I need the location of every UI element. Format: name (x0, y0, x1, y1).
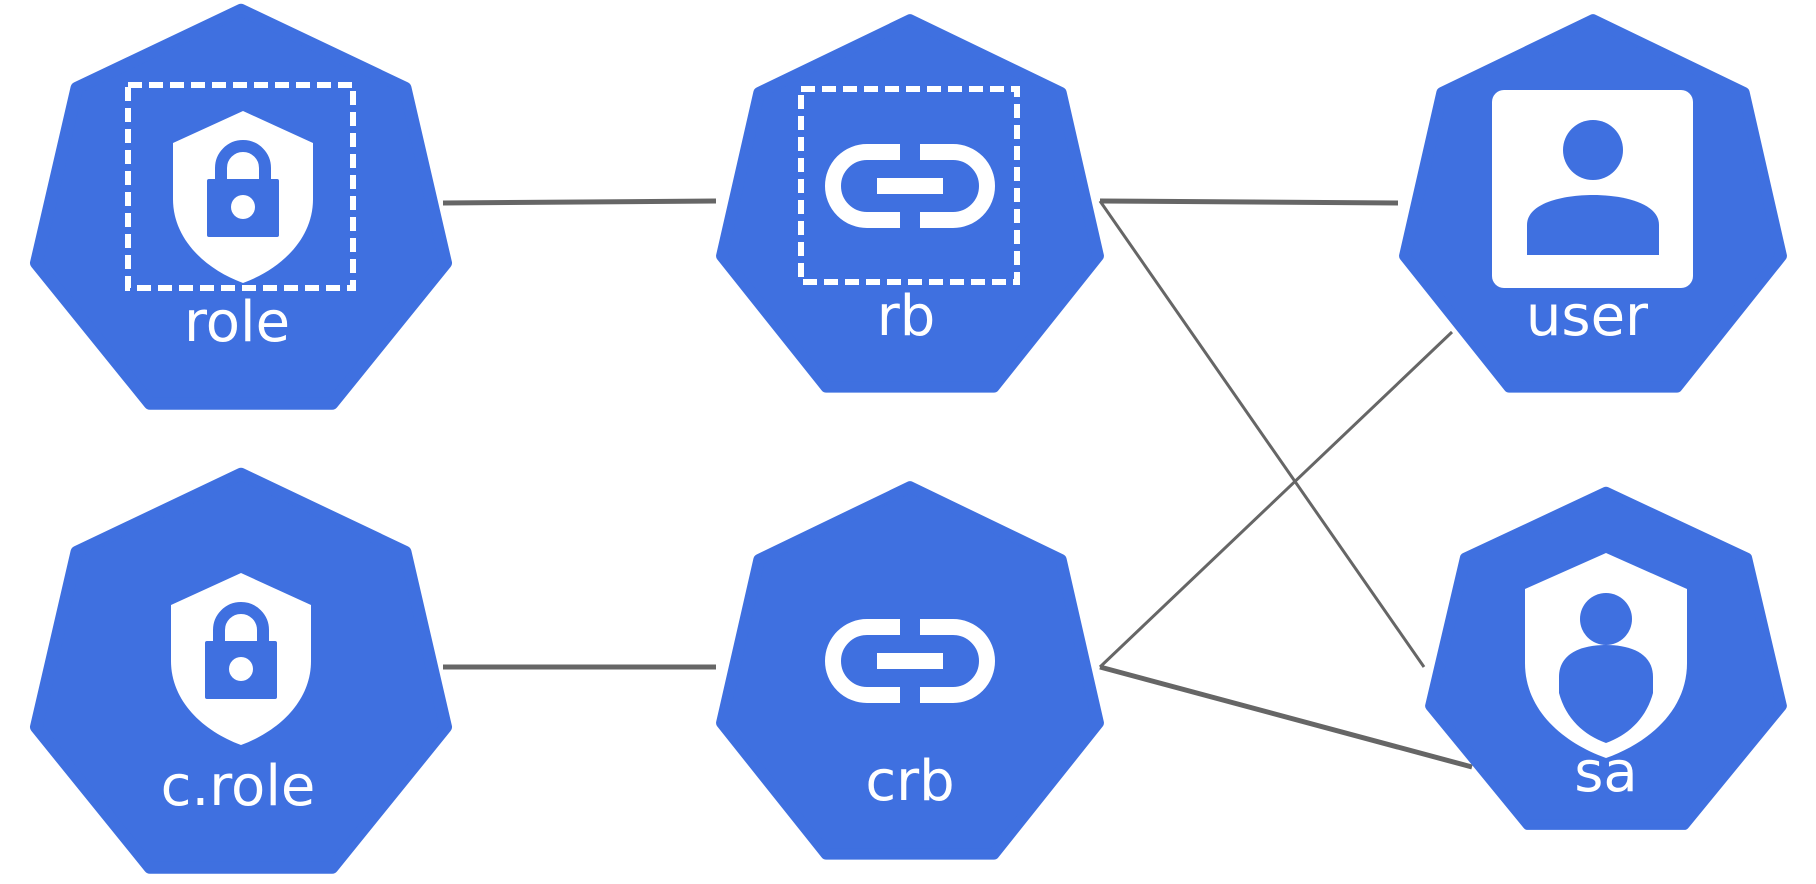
node-label: role (184, 290, 290, 355)
node-label: rb (877, 284, 936, 349)
edge-rb-user (1099, 198, 1399, 206)
shield-lock-icon (173, 111, 313, 283)
edge-crb-sa (1099, 664, 1473, 770)
dashed-frame (798, 86, 1020, 285)
node-crole: c.role (36, 474, 445, 868)
edge-rb-sa (1098, 200, 1426, 668)
node-label: sa (1574, 740, 1638, 805)
edge-crb-user (1098, 330, 1454, 669)
node-label: crb (865, 749, 954, 814)
node-sa: sa (1431, 492, 1782, 825)
node-label: user (1526, 284, 1649, 349)
node-user: user (1405, 20, 1781, 387)
node-label: c.role (161, 754, 316, 819)
node-crb: crb (722, 487, 1098, 854)
node-role: role (36, 10, 445, 404)
shield-lock-icon (171, 573, 311, 745)
user-card-icon (1492, 90, 1693, 288)
edge-role-rb (442, 198, 717, 206)
link-icon (825, 144, 995, 228)
link-icon (825, 619, 995, 703)
edges (442, 198, 1473, 770)
node-rb: rb (722, 20, 1098, 387)
shield-user-icon (1525, 553, 1687, 758)
dashed-frame (125, 82, 356, 291)
